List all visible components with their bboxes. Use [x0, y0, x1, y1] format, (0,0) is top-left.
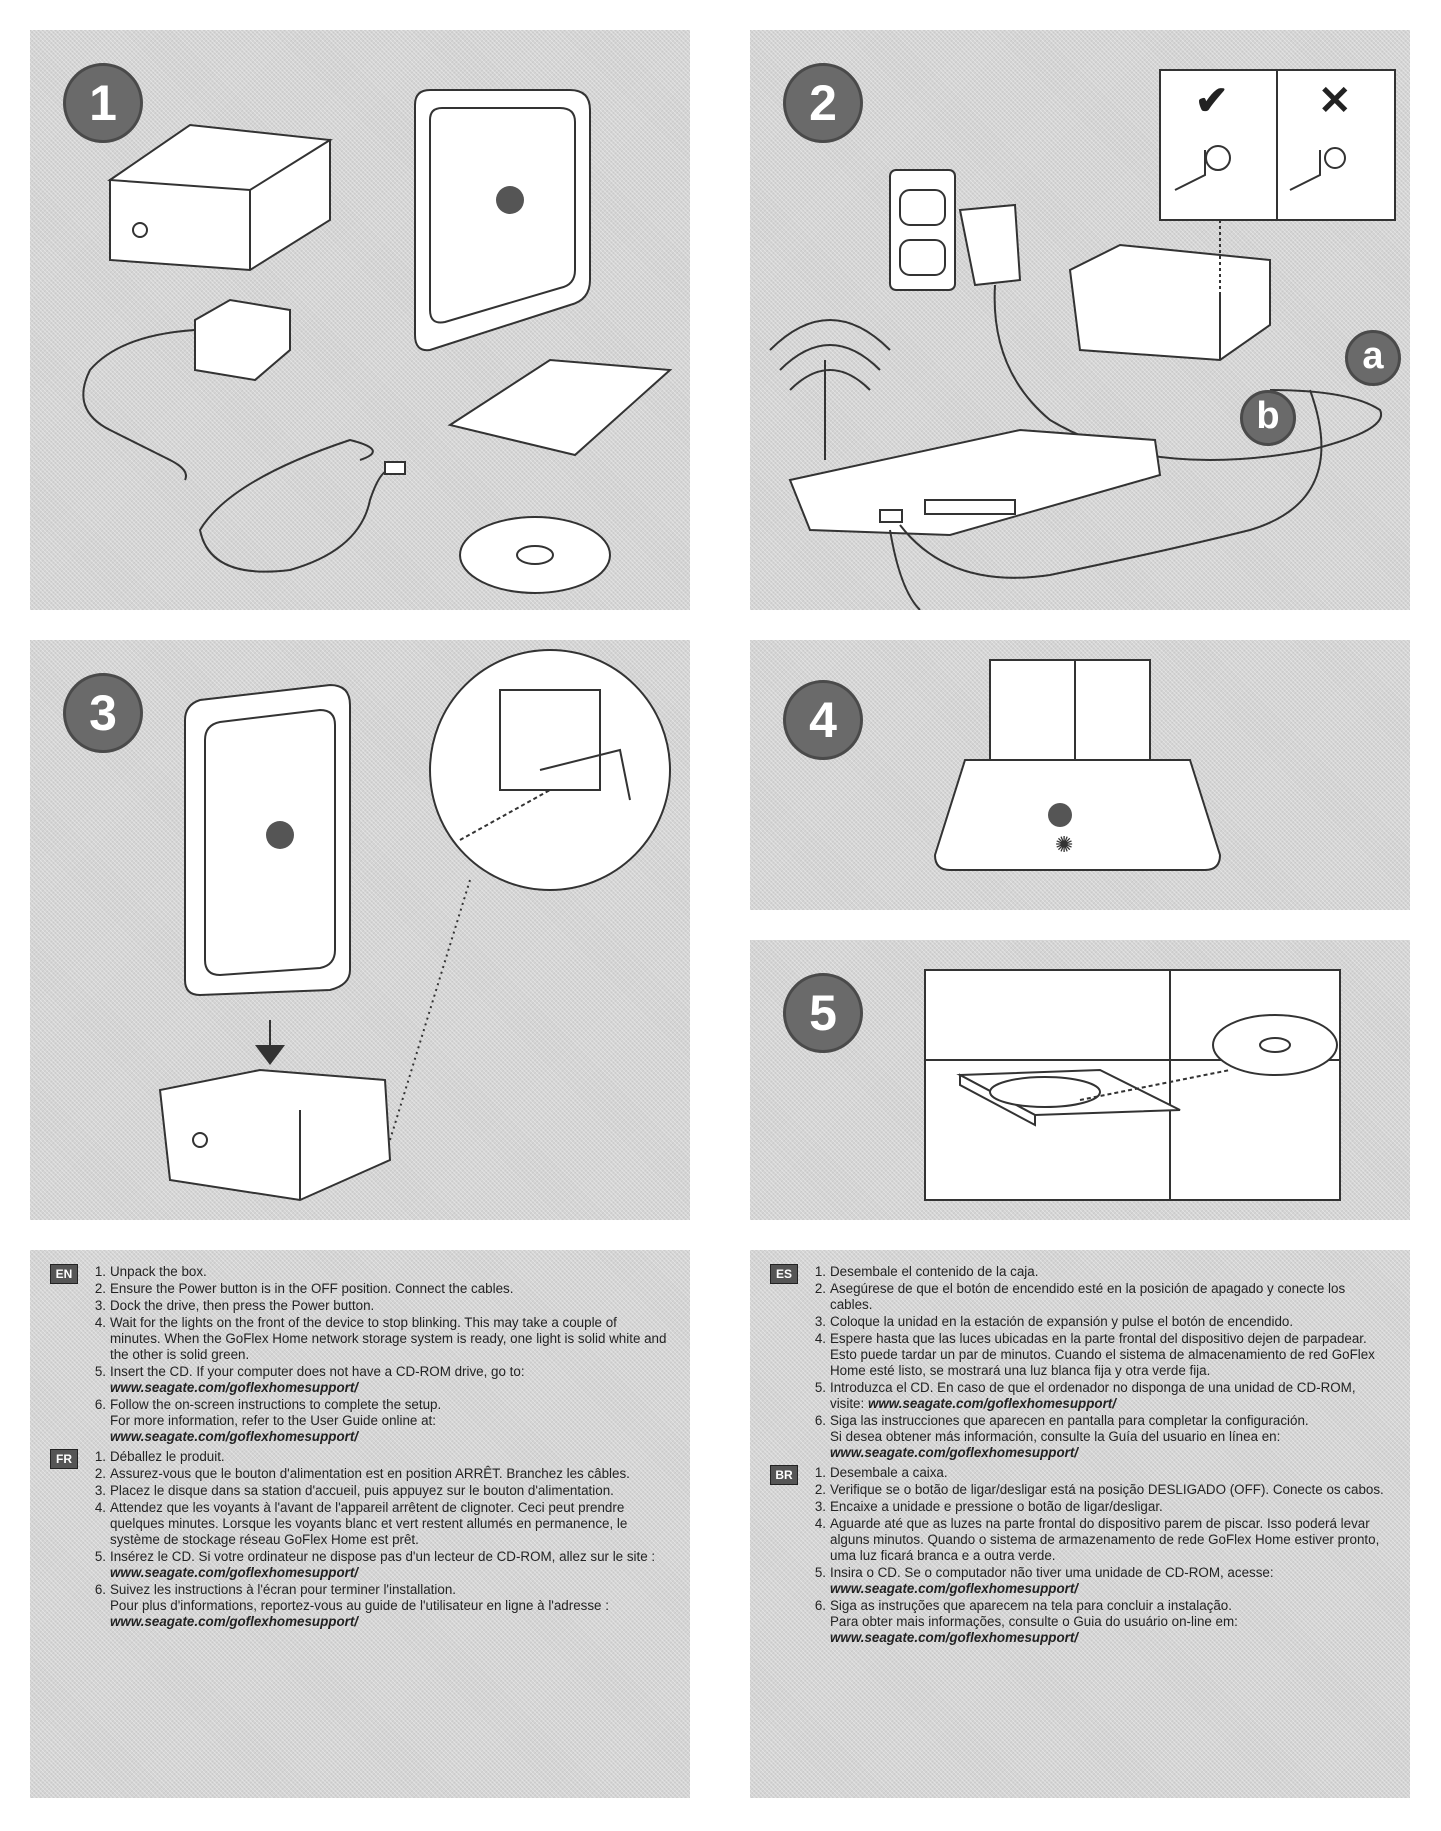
support-link[interactable]: www.seagate.com/goflexhomesupport/	[867, 1396, 1116, 1411]
callout-b: b	[1240, 390, 1296, 446]
list-item: 2.Assurez-vous que le bouton d'alimentat…	[94, 1466, 630, 1481]
step-5-illustration	[924, 969, 1341, 1201]
list-item: 5.Insérez le CD. Si votre ordinateur ne …	[94, 1549, 656, 1580]
step-1-panel: 1	[30, 30, 690, 610]
instructions-right-panel: ES 1.Desembale el contenido de la caja. …	[750, 1250, 1410, 1798]
step-3-panel: 3	[30, 640, 690, 1220]
check-mark-icon: ✔	[1195, 79, 1229, 123]
list-item: 4.Wait for the lights on the front of th…	[94, 1315, 667, 1362]
list-item: 3.Coloque la unidad en la estación de ex…	[814, 1314, 1294, 1329]
support-link[interactable]: www.seagate.com/goflexhomesupport/	[830, 1445, 1079, 1460]
language-badge-br: BR	[770, 1465, 798, 1485]
list-item: 6.Siga as instruções que aparecem na tel…	[814, 1598, 1238, 1645]
support-link[interactable]: www.seagate.com/goflexhomesupport/	[110, 1614, 359, 1629]
step-3-illustration	[158, 649, 671, 1202]
list-item: 6.Follow the on-screen instructions to c…	[94, 1397, 442, 1444]
list-item: 1.Déballez le produit.	[94, 1449, 225, 1464]
support-link[interactable]: www.seagate.com/goflexhomesupport/	[830, 1581, 1079, 1596]
support-link[interactable]: www.seagate.com/goflexhomesupport/	[110, 1429, 359, 1444]
list-item: 5.Introduzca el CD. En caso de que el or…	[814, 1380, 1356, 1411]
step-3-badge: 3	[63, 673, 143, 753]
step-1-illustration	[82, 89, 673, 594]
list-item: 5.Insira o CD. Se o computador não tiver…	[814, 1565, 1274, 1596]
cross-mark-icon: ✕	[1318, 79, 1352, 123]
support-link[interactable]: www.seagate.com/goflexhomesupport/	[110, 1565, 359, 1580]
step-2-badge: 2	[783, 63, 863, 143]
step-4-illustration: ✺	[933, 659, 1222, 871]
callout-a: a	[1345, 330, 1401, 386]
list-item: 4.Aguarde até que as luzes na parte fron…	[814, 1516, 1380, 1563]
step-5-badge: 5	[783, 973, 863, 1053]
step-2-panel: 2 ✔ ✕ a b	[750, 30, 1410, 610]
list-item: 1.Desembale el contenido de la caja.	[814, 1264, 1039, 1279]
support-link[interactable]: www.seagate.com/goflexhomesupport/	[830, 1630, 1079, 1645]
language-badge-es: ES	[770, 1264, 798, 1284]
list-item: 2.Verifique se o botão de ligar/desligar…	[814, 1482, 1384, 1497]
list-item: 5.Insert the CD. If your computer does n…	[94, 1364, 525, 1395]
list-item: 6.Suivez les instructions à l'écran pour…	[94, 1582, 609, 1629]
language-badge-en: EN	[50, 1264, 78, 1284]
step-4-badge: 4	[783, 680, 863, 760]
list-item: 2.Asegúrese de que el botón de encendido…	[814, 1281, 1346, 1312]
language-badge-fr: FR	[50, 1449, 78, 1469]
list-item: 3.Placez le disque dans sa station d'acc…	[94, 1483, 614, 1498]
step-2-illustration	[769, 69, 1396, 610]
svg-text:✺: ✺	[1055, 833, 1073, 858]
step-4-panel: ✺ 4	[750, 640, 1410, 910]
instructions-left-panel: EN 1.Unpack the box. 2.Ensure the Power …	[30, 1250, 690, 1798]
list-item: 1.Unpack the box.	[94, 1264, 207, 1279]
list-item: 4.Espere hasta que las luces ubicadas en…	[814, 1331, 1375, 1378]
list-item: 6.Siga las instrucciones que aparecen en…	[814, 1413, 1309, 1460]
step-1-badge: 1	[63, 63, 143, 143]
list-item: 2.Ensure the Power button is in the OFF …	[94, 1281, 514, 1296]
support-link[interactable]: www.seagate.com/goflexhomesupport/	[110, 1380, 359, 1395]
list-item: 3.Dock the drive, then press the Power b…	[94, 1298, 375, 1313]
instructions-en: EN 1.Unpack the box. 2.Ensure the Power …	[40, 1264, 670, 1632]
list-item: 4.Attendez que les voyants à l'avant de …	[94, 1500, 628, 1547]
step-5-panel: 5	[750, 940, 1410, 1220]
list-item: 1.Desembale a caixa.	[814, 1465, 948, 1480]
list-item: 3.Encaixe a unidade e pressione o botão …	[814, 1499, 1163, 1514]
instructions-es: ES 1.Desembale el contenido de la caja. …	[760, 1264, 1390, 1648]
